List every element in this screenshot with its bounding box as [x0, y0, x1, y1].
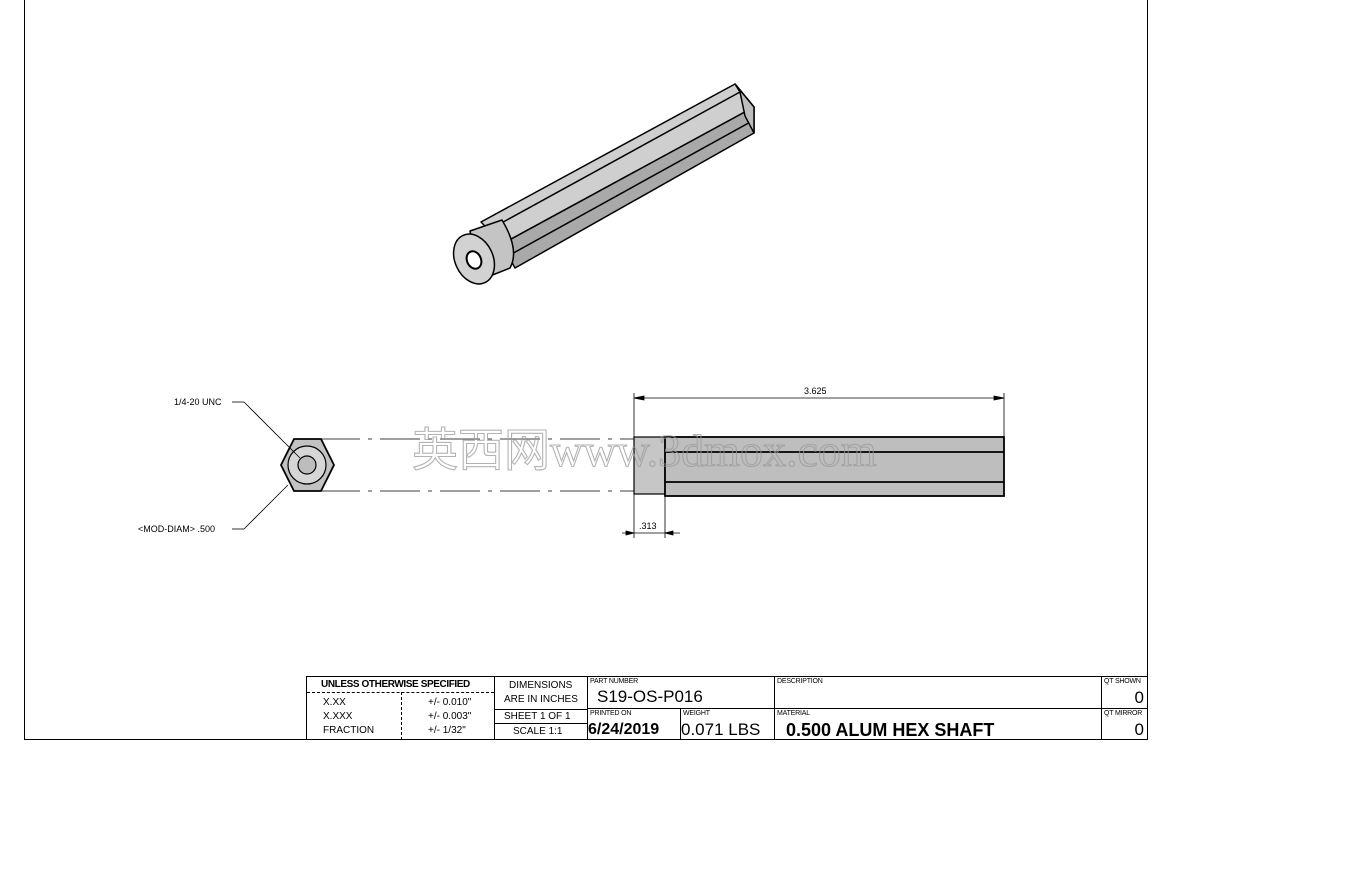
- side-view: [633, 436, 1005, 497]
- tol-row-name: FRACTION: [323, 725, 375, 736]
- part-number-cell: PART NUMBER S19-OS-P016: [588, 677, 775, 709]
- tolerance-block: UNLESS OTHERWISE SPECIFIED X.XX +/- 0.01…: [307, 677, 495, 740]
- material-cell: MATERIAL 0.500 ALUM HEX SHAFT: [775, 709, 1102, 740]
- qt-shown-value: 0: [1134, 688, 1144, 707]
- short-dimension-text: .313: [639, 521, 657, 531]
- tol-row-value: +/- 0.003": [428, 711, 472, 722]
- diam-callout-text: <MOD-DIAM> .500: [138, 524, 215, 534]
- iso-hex-edge: [484, 91, 741, 233]
- printed-on-label: PRINTED ON: [590, 710, 632, 717]
- description-cell: DESCRIPTION: [775, 677, 1102, 709]
- units-cell: DIMENSIONS ARE IN INCHES: [495, 677, 588, 709]
- weight-cell: WEIGHT 0.071 LBS: [681, 709, 775, 740]
- thread-callout-leader: [243, 401, 301, 459]
- dimensions-line2: ARE IN INCHES: [504, 694, 578, 705]
- weight-label: WEIGHT: [683, 710, 710, 717]
- iso-hex-edge: [507, 119, 755, 257]
- title-block: UNLESS OTHERWISE SPECIFIED X.XX +/- 0.01…: [306, 676, 1148, 740]
- end-view: [232, 401, 336, 530]
- qt-mirror-cell: QT MIRROR 0: [1102, 709, 1148, 740]
- length-dimension-text: 3.625: [804, 386, 827, 396]
- weight-value: 0.071 LBS: [681, 720, 761, 739]
- scale-cell: SCALE 1:1: [495, 724, 588, 740]
- part-number-value: S19-OS-P016: [597, 687, 703, 706]
- description-label: DESCRIPTION: [777, 678, 823, 685]
- qt-shown-label: QT SHOWN: [1104, 678, 1141, 685]
- side-collar: [633, 436, 666, 495]
- tolerance-header: UNLESS OTHERWISE SPECIFIED: [321, 679, 470, 690]
- printed-on-cell: PRINTED ON 6/24/2019: [588, 709, 681, 740]
- watermark: 英西网www.3dmox.com: [412, 425, 877, 476]
- dimensions: [622, 393, 1005, 538]
- dimensions-line1: DIMENSIONS: [509, 680, 573, 691]
- sheet-text: SHEET 1 OF 1: [504, 711, 571, 722]
- thread-callout-text: 1/4-20 UNC: [174, 397, 222, 407]
- iso-hex-top-face: [480, 83, 755, 245]
- tol-row-value: +/- 1/32": [428, 725, 466, 736]
- part-number-label: PART NUMBER: [590, 678, 638, 685]
- qt-mirror-label: QT MIRROR: [1104, 710, 1143, 717]
- diam-callout-leader: [243, 484, 289, 530]
- isometric-view: [452, 83, 755, 285]
- iso-hex-end: [734, 83, 755, 134]
- qt-shown-cell: QT SHOWN 0: [1102, 677, 1148, 709]
- scale-text: SCALE 1:1: [513, 726, 563, 737]
- material-value: 0.500 ALUM HEX SHAFT: [786, 720, 995, 740]
- qt-mirror-value: 0: [1134, 720, 1144, 739]
- iso-thread-hole: [465, 250, 483, 270]
- printed-on-value: 6/24/2019: [588, 721, 660, 738]
- side-hex-body: [664, 436, 1005, 497]
- sheet-cell: SHEET 1 OF 1: [495, 709, 588, 724]
- tol-row-name: X.XXX: [323, 711, 353, 722]
- material-label: MATERIAL: [777, 710, 810, 717]
- iso-hex-side-face: [501, 106, 755, 269]
- tol-row-name: X.XX: [323, 697, 346, 708]
- thread-circle: [297, 455, 317, 475]
- projection-lines: [320, 438, 634, 492]
- tol-row-value: +/- 0.010": [428, 697, 472, 708]
